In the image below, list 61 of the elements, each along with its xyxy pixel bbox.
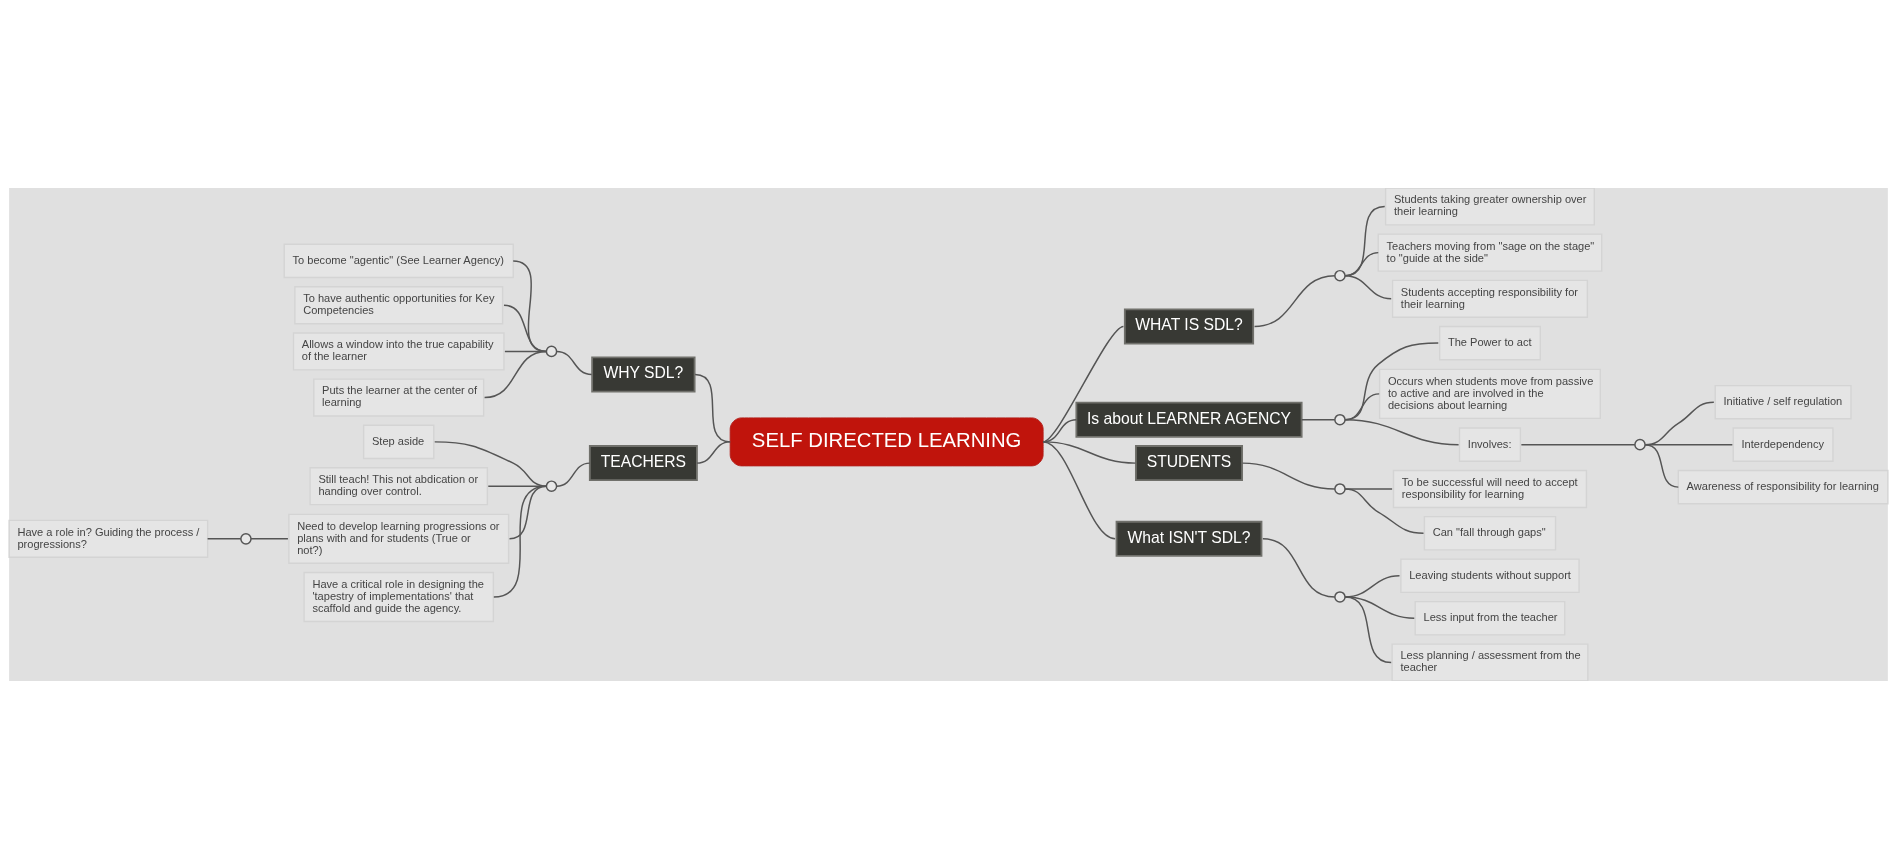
- node-box: Less planning / assessment from the teacher: [1391, 642, 1589, 681]
- connector: [1241, 461, 1336, 490]
- node-box: Have a role in? Guiding the process / progressions?: [8, 519, 209, 558]
- node-box: TEACHERS: [588, 444, 698, 481]
- connector: [696, 440, 731, 464]
- node-box: To be successful will need to accept responsibility for learning: [1392, 469, 1588, 508]
- node-box: STUDENTS: [1135, 444, 1243, 481]
- node-box: Occurs when students move from passive to active and are involved in the decisions about learning: [1378, 368, 1601, 419]
- connector: [1042, 325, 1125, 443]
- node-box: Leaving students without support: [1400, 557, 1580, 593]
- node-box: WHAT IS SDL?: [1123, 307, 1255, 344]
- connector: [1344, 487, 1425, 534]
- node-circle: [545, 345, 558, 357]
- node-box: Still teach! This not abdication or handing over control.: [309, 466, 489, 505]
- node-box: The Power to act: [1438, 325, 1541, 360]
- node-circle: [240, 532, 252, 545]
- node-box: Students accepting responsibility for their learning: [1391, 279, 1589, 318]
- connector: [250, 537, 289, 540]
- node-circle: [1634, 438, 1646, 450]
- node-box: SELF DIRECTED LEARNING: [729, 416, 1044, 466]
- connector: [1344, 595, 1415, 619]
- node-box: Teachers moving from "sage on the stage" to "guide at the side": [1377, 232, 1603, 272]
- connector: [483, 350, 548, 398]
- node-box: Is about LEARNER AGENCY: [1075, 401, 1303, 438]
- node-box: To have authentic opportunities for Key Competencies: [294, 285, 504, 324]
- node-box: Can "fall through gaps": [1423, 515, 1557, 551]
- node-circle: [1334, 590, 1346, 603]
- node-box: Awareness of responsibility for learning: [1677, 469, 1889, 504]
- node-circle: [545, 479, 558, 492]
- node-box: Involves:: [1458, 426, 1522, 462]
- connector: [1042, 440, 1116, 540]
- node-box: Have a critical role in designing the 'tapestry of implementations' that scaffold and guide the agency.: [303, 571, 495, 622]
- connector: [434, 440, 548, 487]
- connector: [1520, 443, 1636, 445]
- connector: [1644, 443, 1680, 488]
- connector: [493, 484, 548, 598]
- connector: [503, 304, 548, 352]
- node-circle: [1334, 413, 1346, 426]
- connector: [1262, 537, 1336, 598]
- node-box: Less input from the teacher: [1414, 600, 1566, 636]
- node-box: What ISN'T SDL?: [1115, 520, 1263, 557]
- connector: [487, 484, 548, 487]
- connector: [1300, 418, 1336, 420]
- connector: [1344, 418, 1460, 445]
- connector: [555, 350, 593, 375]
- connector: [206, 537, 242, 540]
- node-circle: [1334, 269, 1346, 281]
- connector: [1344, 595, 1392, 663]
- node-box: Interdependency: [1732, 426, 1834, 462]
- node-circle: [1334, 482, 1346, 495]
- connector: [555, 461, 591, 487]
- node-box: Step aside: [362, 424, 435, 459]
- connector: [1344, 274, 1392, 300]
- node-box: Students taking greater ownership over their learning: [1384, 187, 1595, 226]
- node-box: Need to develop learning progressions or plans with and for students (True or not?): [288, 513, 510, 564]
- connector: [1253, 274, 1336, 327]
- node-box: Initiative / self regulation: [1714, 384, 1852, 419]
- node-box: To become "agentic" (See Learner Agency): [283, 243, 514, 278]
- node-box: Puts the learner at the center of learning: [313, 377, 485, 417]
- node-box: Allows a window into the true capability of the learner: [292, 331, 505, 371]
- node-box: WHY SDL?: [591, 356, 696, 392]
